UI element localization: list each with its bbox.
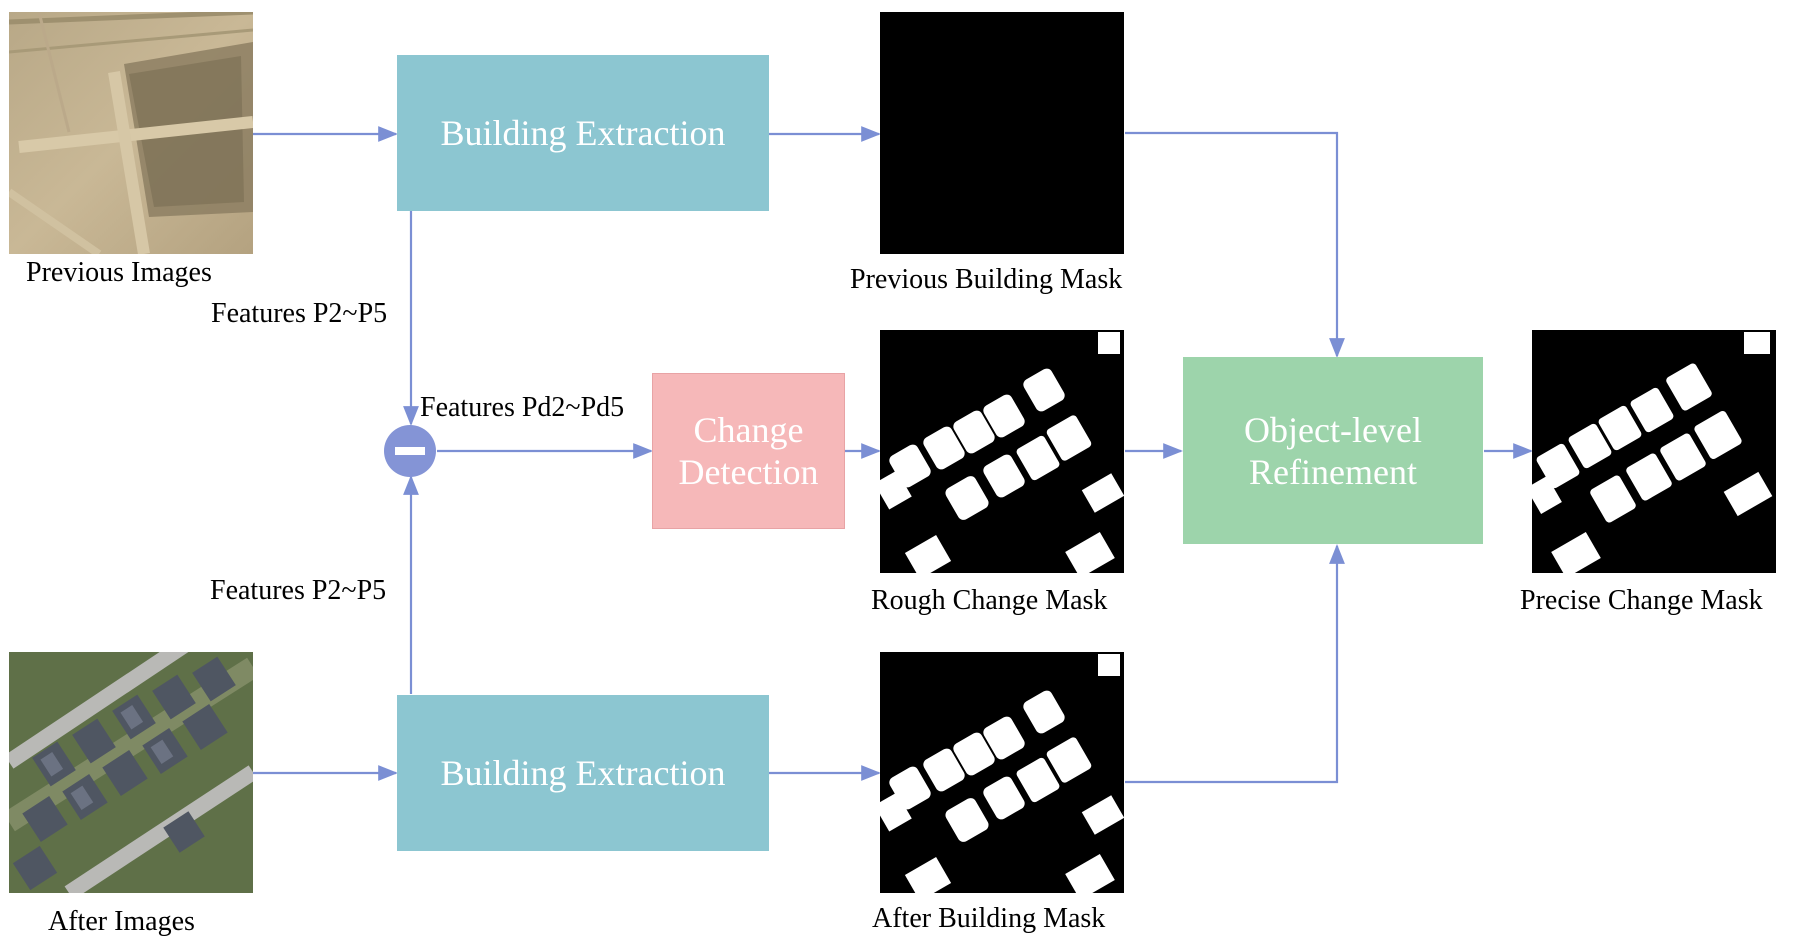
precise-change-mask [1532, 330, 1776, 573]
minus-circle-icon [384, 425, 436, 477]
building-extraction-bottom-label: Building Extraction [440, 753, 726, 793]
object-refinement-block: Object-level Refinement [1183, 357, 1483, 544]
previous-building-mask-label: Previous Building Mask [850, 264, 1123, 295]
building-extraction-block-bottom: Building Extraction [397, 695, 769, 851]
after-building-mask [880, 652, 1124, 893]
after-building-mask-label: After Building Mask [872, 903, 1106, 934]
change-detection-label-line2: Detection [678, 452, 819, 492]
precise-change-mask-label: Precise Change Mask [1520, 585, 1763, 616]
previous-images-label: Previous Images [26, 257, 212, 288]
building-extraction-top-label: Building Extraction [440, 113, 726, 153]
previous-building-mask [880, 12, 1124, 254]
change-detection-block: Change Detection [652, 373, 845, 529]
features-bottom-label: Features P2~P5 [210, 575, 387, 606]
object-refinement-label-line2: Refinement [1249, 451, 1417, 492]
arrow-after-mask-to-refinement [1125, 544, 1345, 784]
rough-change-mask [880, 330, 1124, 573]
rough-change-mask-label: Rough Change Mask [871, 585, 1108, 616]
features-diff-label: Features Pd2~Pd5 [420, 392, 625, 423]
after-aerial-image [9, 652, 253, 893]
arrow-prev-mask-to-refinement [1125, 131, 1345, 358]
change-detection-label-line1: Change [693, 410, 804, 450]
previous-aerial-image [9, 12, 253, 254]
building-extraction-block-top: Building Extraction [397, 55, 769, 211]
object-refinement-label-line1: Object-level [1244, 409, 1422, 450]
features-top-label: Features P2~P5 [211, 298, 388, 329]
after-images-label: After Images [48, 906, 195, 937]
